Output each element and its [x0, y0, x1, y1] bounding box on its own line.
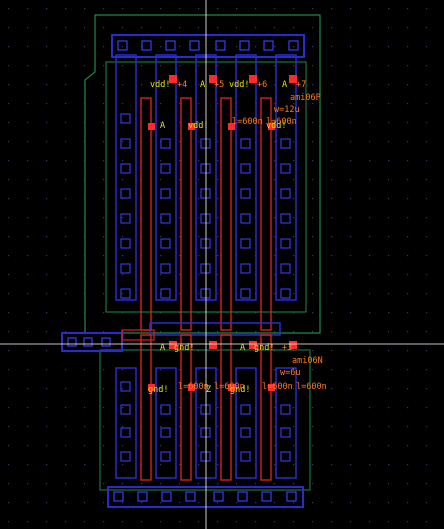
output-bus-metal[interactable] [149, 322, 281, 336]
label-net: +5 [214, 80, 224, 90]
label-pin: A [240, 343, 245, 353]
nmos-gate-contacts [148, 341, 297, 391]
label-length: l=600n [266, 117, 297, 127]
label-vdd: vdd! [150, 80, 170, 90]
label-length: l=600n [296, 382, 327, 392]
label-gnd: gnd! [254, 343, 274, 353]
vdd-rail[interactable] [111, 34, 305, 58]
pmos-gate-contacts [148, 75, 297, 130]
label-vdd: vdd! [188, 121, 208, 131]
label-net: +6 [257, 80, 267, 90]
label-pin: A [200, 80, 205, 90]
poly-bridge[interactable] [121, 329, 155, 341]
pmos-labels: vdd! +4 A +5 vdd! +6 A +7 ami06P w=12u l… [150, 80, 321, 131]
label-width-nmos: w=6u [280, 368, 300, 378]
label-vdd: vdd! [266, 121, 286, 131]
nmos-poly-gates[interactable] [140, 334, 272, 481]
label-net: +3 [282, 343, 292, 353]
label-pin: Z [206, 385, 211, 395]
label-length: l=600n [214, 382, 245, 392]
label-pin: A [160, 121, 165, 131]
label-width-pmos: w=12u [274, 105, 300, 115]
pmos-contacts [120, 113, 291, 299]
gnd-rail[interactable] [107, 486, 304, 508]
input-pin-contacts [67, 337, 111, 347]
label-net: +7 [296, 80, 306, 90]
label-vdd: vdd! [229, 80, 249, 90]
label-gnd: gnd! [230, 385, 250, 395]
label-pin: A [282, 80, 287, 90]
gnd-rail-contacts [113, 491, 297, 502]
label-gnd: gnd! [148, 385, 168, 395]
label-length: l=600n [232, 117, 263, 127]
input-pin-a-metal[interactable] [61, 332, 123, 352]
label-cell-pmos: ami06P [290, 93, 321, 103]
nmos-contacts [120, 381, 291, 462]
label-pin: A [160, 343, 165, 353]
label-net: +4 [177, 80, 187, 90]
label-length: l=600n [178, 382, 209, 392]
pmos-poly-gates[interactable] [140, 97, 272, 331]
label-gnd: gnd! [174, 343, 194, 353]
nmos-labels: A gnd! A gnd! +3 ami06N w=6u gnd! l=600n… [148, 343, 327, 395]
vdd-rail-contacts [117, 40, 299, 51]
label-length: l=600n [262, 382, 293, 392]
nselect-outline[interactable] [99, 349, 311, 491]
label-cell-nmos: ami06N [292, 356, 323, 366]
